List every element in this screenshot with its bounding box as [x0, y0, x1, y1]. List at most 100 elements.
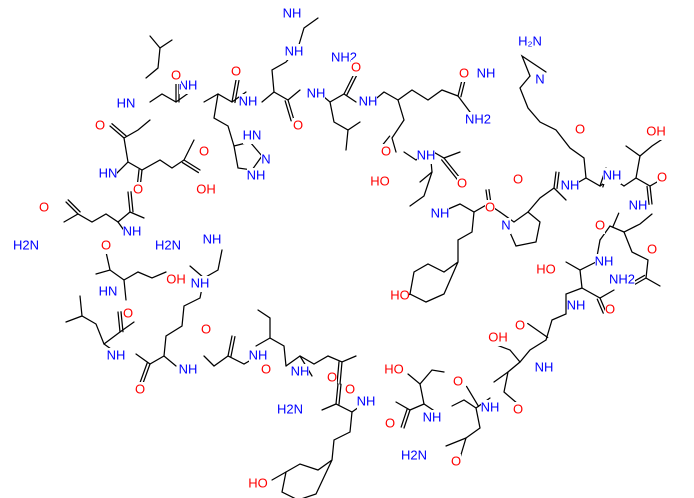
atom-backdrop — [351, 60, 361, 76]
atom-backdrop — [603, 168, 621, 184]
atom-backdrop — [453, 374, 463, 390]
bond-6 — [233, 141, 263, 171]
carbonyl-o-label: O — [605, 301, 615, 316]
amide-nh-label: NH — [179, 361, 198, 376]
amide-h2n-label: H2N — [277, 401, 303, 416]
bond-34 — [635, 137, 665, 179]
double-bond-17 — [336, 361, 340, 385]
atom-backdrop — [535, 360, 553, 376]
carbonyl-o-label: O — [385, 415, 395, 430]
carbonyl-o-label: O — [327, 369, 337, 384]
amine-nh-label: NH — [285, 43, 304, 58]
atom-backdrop — [199, 144, 209, 160]
bond-44 — [503, 339, 547, 405]
bond-16 — [397, 79, 463, 101]
atom-backdrop — [647, 242, 657, 258]
hydroxyl-ho-label: HO — [384, 361, 404, 376]
atom-backdrop — [451, 454, 461, 470]
amide-nh-label: NH — [249, 347, 268, 362]
atom-backdrop — [13, 238, 39, 254]
double-bond-12 — [596, 298, 604, 314]
bond-48 — [459, 407, 481, 459]
bond-40 — [565, 239, 601, 271]
bond-82 — [123, 119, 151, 139]
carbonyl-o-label: O — [171, 67, 181, 82]
carbonyl-o-label: O — [351, 59, 361, 74]
atom-backdrop — [417, 148, 435, 164]
bond-56 — [271, 471, 287, 481]
atom-backdrop — [201, 322, 211, 338]
atom-backdrop — [357, 394, 375, 410]
atom-backdrop — [133, 182, 143, 198]
ring-n-label: N — [261, 151, 270, 166]
carbonyl-o-label: O — [133, 181, 143, 196]
amine-n-label: N — [535, 71, 544, 86]
bond-8 — [261, 89, 301, 103]
atom-backdrop — [489, 330, 507, 346]
atom-backdrop — [261, 152, 271, 168]
bond-81 — [109, 125, 129, 163]
atom-backdrop — [283, 6, 301, 22]
bond-78 — [127, 191, 131, 213]
atom-backdrop — [501, 218, 511, 234]
bond-66 — [163, 249, 223, 357]
atom-backdrop — [179, 362, 197, 378]
bond-72 — [117, 311, 121, 333]
double-bond-10 — [646, 185, 650, 205]
atom-backdrop — [345, 382, 355, 398]
atom-backdrop — [595, 254, 613, 270]
carbonyl-o-label: O — [515, 317, 525, 332]
carbonyl-o-label: O — [595, 217, 605, 232]
hydroxyl-ho-label: HO — [370, 173, 390, 188]
carbonyl-o-label: O — [575, 121, 585, 136]
atom-backdrop — [123, 224, 141, 240]
bond-23 — [409, 211, 475, 303]
double-bond-18 — [230, 335, 236, 358]
bond-57 — [335, 383, 339, 405]
amide-hn-label: HN — [99, 165, 118, 180]
carbonyl-o-label: O — [123, 305, 133, 320]
bond-2 — [149, 91, 191, 103]
atom-backdrop — [247, 168, 265, 184]
atom-backdrop — [647, 124, 665, 140]
bond-51 — [407, 373, 425, 405]
bond-75 — [105, 251, 111, 271]
atom-backdrop — [197, 182, 215, 198]
atom-backdrop — [535, 72, 545, 88]
bond-36 — [649, 185, 653, 205]
atom-backdrop — [155, 238, 181, 254]
bond-58 — [285, 355, 357, 367]
bond-65 — [135, 353, 177, 367]
bond-73 — [123, 271, 167, 301]
bond-0 — [145, 39, 173, 79]
atom-backdrop — [537, 262, 555, 278]
atom-backdrop — [277, 402, 303, 418]
bond-21 — [443, 157, 461, 179]
bond-12 — [329, 101, 361, 131]
atom-backdrop — [385, 362, 403, 378]
amide-nh-label: NH — [239, 93, 258, 108]
hydroxyl-oh-label: OH — [166, 271, 186, 286]
atom-backdrop — [291, 364, 309, 380]
double-bond-25 — [181, 161, 200, 174]
bond-60 — [255, 337, 271, 347]
bond-7 — [231, 79, 237, 103]
carbonyl-o-label: O — [451, 453, 461, 468]
bond-79 — [65, 201, 79, 215]
double-bond-2 — [284, 100, 292, 122]
carbonyl-o-label: O — [345, 381, 355, 396]
bond-41 — [579, 269, 615, 299]
bond-28 — [553, 187, 567, 201]
atom-backdrop — [135, 382, 145, 398]
atom-backdrop — [371, 174, 389, 190]
carbonyl-o-label: O — [95, 117, 105, 132]
carbonyl-o-label: O — [657, 169, 667, 184]
double-bond-13 — [527, 322, 549, 339]
carbonyl-o-label: O — [199, 143, 209, 158]
atom-backdrop — [457, 176, 467, 192]
atom-backdrop — [327, 370, 337, 386]
carbonyl-o-label: O — [647, 241, 657, 256]
bond-46 — [493, 371, 509, 383]
